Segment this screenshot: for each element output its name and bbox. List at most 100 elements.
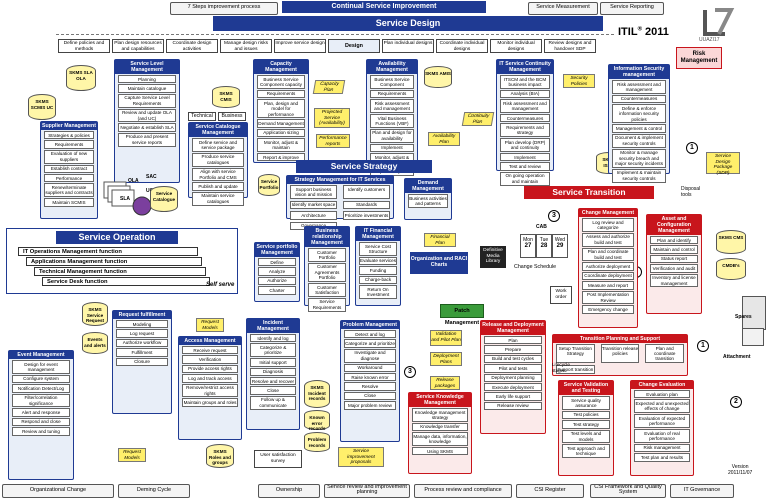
itscm-activity-7[interactable]: Implement (500, 153, 550, 162)
strategy-activity-1[interactable]: Support business vision and mission (290, 185, 337, 199)
request-activity-4[interactable]: Fulfillment (116, 348, 168, 357)
itscm-activity-9[interactable]: On going operation and maintain (500, 171, 550, 186)
operation-function-3[interactable]: Technical Management function (34, 267, 206, 276)
portfolio-activity-4[interactable]: Charter (258, 286, 296, 295)
design-strip-item-5[interactable]: Improve service design (274, 39, 326, 53)
planning-activity-4[interactable]: Support transition (556, 365, 595, 374)
strategy-activity-5[interactable]: Architecture (290, 211, 337, 220)
catalogue-activity-5[interactable]: Maintain service catalogues (192, 191, 244, 206)
knowledge-activity-4[interactable]: Using SKMS (412, 447, 468, 456)
problem-activity-7[interactable]: Close (344, 391, 396, 401)
capacity-management[interactable]: Capacity Management Business Service Com… (253, 59, 309, 163)
incident-activity-2[interactable]: Categorize & prioritize (250, 343, 296, 358)
strategy-activity-2[interactable]: Identify customers (343, 185, 390, 199)
operation-function-1[interactable]: IT Operations Management function (18, 247, 198, 256)
supplier-management[interactable]: Supplier Management Strategies & policie… (40, 121, 98, 219)
service-knowledge-management[interactable]: Service Knowledge Management Knowledge m… (408, 392, 472, 474)
event-activity-7[interactable]: Review and tuning (12, 427, 70, 436)
demand-management[interactable]: Demand Management Business activities an… (404, 178, 452, 220)
incident-activity-4[interactable]: Diagnosis (250, 367, 296, 377)
release-activity-2[interactable]: Prepare (484, 345, 542, 354)
event-activity-1[interactable]: Design for event management (12, 360, 70, 374)
catalogue-activity-2[interactable]: Produce service catalogues (192, 152, 244, 167)
design-strip-item-4[interactable]: Manage design risks and issues (220, 39, 272, 53)
design-strip-item-3[interactable]: Coordinate design activities (166, 39, 218, 53)
information-security-management[interactable]: Information Security management Risk ass… (608, 64, 670, 183)
tab-service-measurement[interactable]: Service Measurement (528, 2, 598, 15)
slm-activity-5[interactable]: Negotiate & establish SLA (118, 123, 176, 132)
incident-activity-1[interactable]: Identify and log (250, 334, 296, 343)
problem-activity-4[interactable]: Workaround (344, 363, 396, 373)
availability-activity-4[interactable]: Vital Business Functions (VBF) (370, 114, 414, 128)
validation-activity-2[interactable]: Test policies (562, 410, 610, 420)
design-strip-item-1[interactable]: Define policies and methods (58, 39, 110, 53)
supplier-activity-1[interactable]: Strategies & policies (44, 131, 94, 140)
change-activity-6[interactable]: Measure and report (582, 281, 634, 290)
event-activity-4[interactable]: Filter/correlation significance (12, 393, 70, 408)
event-activity-6[interactable]: Respond and close (12, 417, 70, 427)
service-catalogue-management[interactable]: Service Catalogue Management Define serv… (188, 122, 248, 206)
event-activity-3[interactable]: Notification Detect/Log (12, 384, 70, 393)
catalogue-activity-1[interactable]: Define service and service package (192, 138, 244, 152)
request-activity-1[interactable]: Modeling (116, 320, 168, 329)
asset-activity-4[interactable]: Verification and audit (650, 264, 698, 273)
event-activity-2[interactable]: Configure system (12, 374, 70, 384)
event-activity-5[interactable]: Alert and response (12, 408, 70, 417)
risk-management-box[interactable]: Risk Management (676, 47, 722, 69)
portfolio-activity-2[interactable]: Analyze (258, 267, 296, 276)
event-management[interactable]: Event Management Design for event manage… (8, 350, 74, 480)
availability-management[interactable]: Availability Management Business Service… (366, 59, 418, 177)
planning-activity-2[interactable]: Transition release policies (600, 344, 640, 364)
security-activity-4[interactable]: Management & control (612, 124, 666, 133)
service-validation-testing[interactable]: Service Validation and Testing Service q… (558, 380, 614, 476)
itscm-activity-2[interactable]: Analysis (BIA) (500, 89, 550, 99)
supplier-activity-6[interactable]: Renew/terminate suppliers and contracts (44, 183, 94, 198)
availability-activity-1[interactable]: Business Service Component (370, 75, 414, 89)
capacity-activity-5[interactable]: Application sizing (257, 128, 305, 138)
change-activity-2[interactable]: Assess and authorize build and test (582, 232, 634, 247)
incident-activity-6[interactable]: Close (250, 386, 296, 395)
access-activity-5[interactable]: Remove/restrict access rights (182, 383, 238, 398)
footer-tab-2[interactable]: Deming Cycle (118, 484, 190, 498)
asset-activity-1[interactable]: Plan and identify (650, 236, 698, 245)
it-service-continuity-management[interactable]: IT Service Continuity Management ITSCM a… (496, 59, 554, 186)
brm-activity-2[interactable]: Customer Agreements Portfolio (308, 262, 346, 283)
itscm-activity-4[interactable]: Countermeasures (500, 114, 550, 123)
footer-tab-8[interactable]: IT Governance (670, 484, 734, 498)
request-activity-5[interactable]: Closure (116, 357, 168, 367)
tab-business[interactable]: Business (218, 112, 246, 121)
validation-activity-1[interactable]: Service quality assurance (562, 396, 610, 410)
access-activity-3[interactable]: Provide access rights (182, 364, 238, 374)
security-activity-6[interactable]: Monitor & manage security breach and maj… (612, 148, 666, 168)
availability-activity-5[interactable]: Plan and design for availability (370, 128, 414, 143)
security-activity-1[interactable]: Risk assessment and management (612, 80, 666, 94)
finance-activity-2[interactable]: Evaluate services (359, 256, 397, 266)
validation-activity-4[interactable]: Test levels and models (562, 429, 610, 444)
request-activity-3[interactable]: Authorize workflow (116, 338, 168, 348)
incident-activity-7[interactable]: Follow up & communicate (250, 395, 296, 410)
access-activity-4[interactable]: Log and track access (182, 374, 238, 383)
design-strip-item-10[interactable]: Review designs and handover SDP (544, 39, 596, 53)
slm-activity-1[interactable]: Planning (118, 75, 176, 84)
capacity-activity-1[interactable]: Business Service Component capacity (257, 75, 305, 89)
slm-activity-6[interactable]: Produce and present service reports (118, 132, 176, 147)
security-activity-5[interactable]: Document & implement security controls (612, 133, 666, 148)
supplier-activity-5[interactable]: Performance (44, 174, 94, 183)
access-activity-6[interactable]: Maintain groups and roles (182, 398, 238, 407)
problem-activity-1[interactable]: Detect and log (344, 330, 396, 339)
release-activity-5[interactable]: Deployment planning (484, 373, 542, 383)
access-activity-1[interactable]: Receive request (182, 346, 238, 355)
problem-activity-6[interactable]: Resolve (344, 382, 396, 391)
finance-activity-3[interactable]: Funding (359, 266, 397, 275)
strategy-activity-4[interactable]: Standards (343, 200, 390, 210)
release-activity-3[interactable]: Build and test cycles (484, 354, 542, 364)
security-activity-3[interactable]: Define & enforce information security po… (612, 104, 666, 124)
capacity-activity-2[interactable]: Requirements (257, 89, 305, 99)
catalogue-activity-3[interactable]: Align with service Portfolio and CMS (192, 167, 244, 182)
change-management[interactable]: Change Management Log review and categor… (578, 208, 638, 328)
design-strip-item-9[interactable]: Monitor individual designs (490, 39, 542, 53)
knowledge-activity-2[interactable]: Knowledge transfer (412, 422, 468, 432)
